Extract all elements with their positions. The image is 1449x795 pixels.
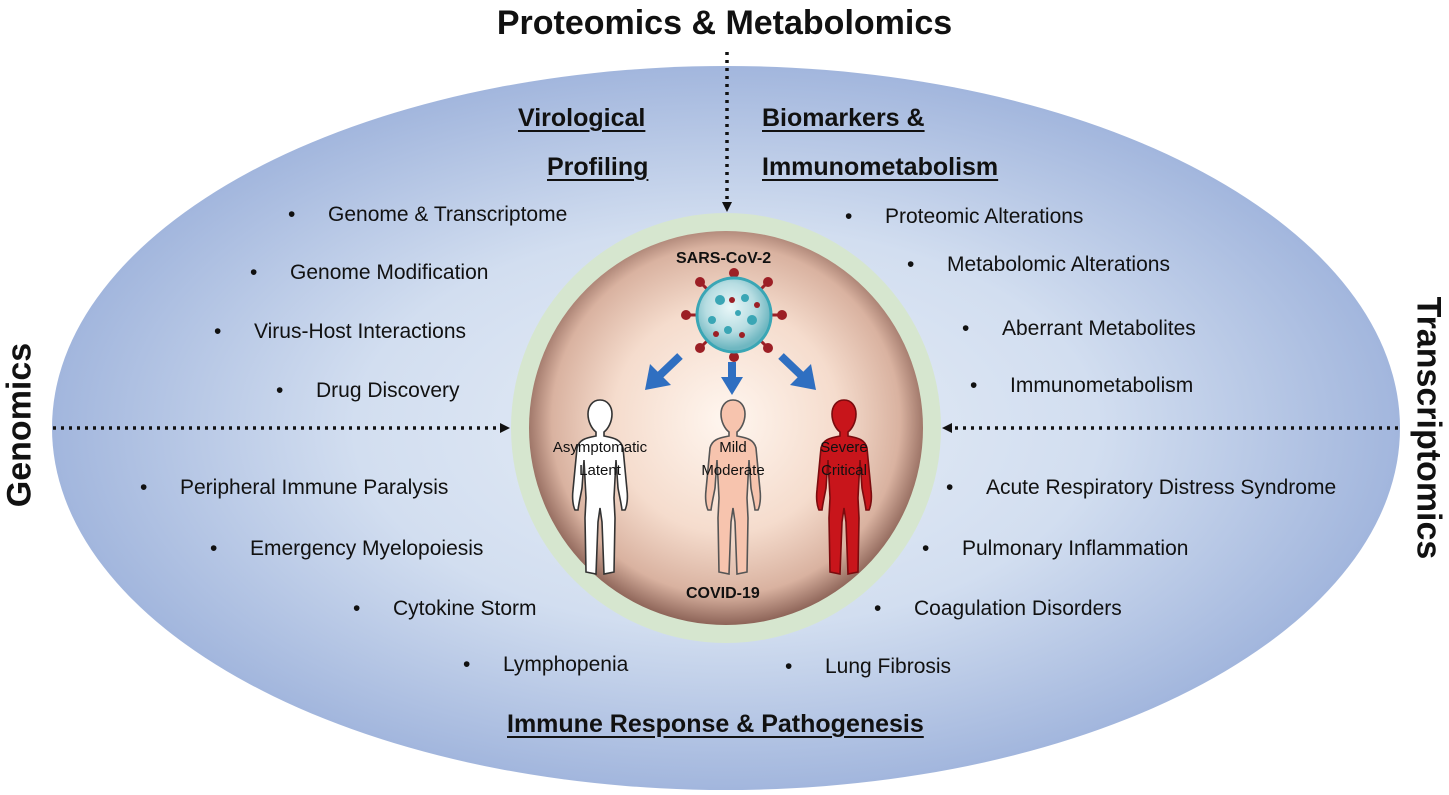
blue-arrow-middle xyxy=(721,362,743,395)
blue-arrow-right xyxy=(778,353,816,390)
top-title: Proteomics & Metabolomics xyxy=(496,4,953,42)
blue-arrow-left xyxy=(645,353,683,390)
list-item: •Peripheral Immune Paralysis xyxy=(140,476,449,499)
virological-heading-line1: Virological xyxy=(518,104,646,132)
figure-label-severe: Severe Critical xyxy=(820,439,868,479)
biomarkers-heading-line1: Biomarkers & xyxy=(762,104,925,132)
list-item: •Emergency Myelopoiesis xyxy=(210,537,484,560)
list-item: •Proteomic Alterations xyxy=(845,205,1084,228)
list-item: •Cytokine Storm xyxy=(353,597,537,620)
right-title: Transcriptomics xyxy=(1409,296,1448,560)
list-item: •Metabolomic Alterations xyxy=(907,253,1170,276)
figure-label-mild: Mild Moderate xyxy=(701,439,765,479)
left-title: Genomics xyxy=(0,342,39,508)
list-item: •Lung Fibrosis xyxy=(785,655,952,678)
disease-label: COVID-19 xyxy=(686,585,760,602)
bottom-heading: Immune Response & Pathogenesis xyxy=(507,710,924,738)
list-item: •Aberrant Metabolites xyxy=(962,317,1196,340)
virus-label: SARS-CoV-2 xyxy=(676,250,772,267)
figure-label-asymptomatic: Asymptomatic Latent xyxy=(552,439,648,479)
list-item: •Acute Respiratory Distress Syndrome xyxy=(946,476,1337,499)
list-item: •Pulmonary Inflammation xyxy=(922,537,1189,560)
virological-heading-line2: Profiling xyxy=(547,153,649,181)
list-item: •Genome & Transcriptome xyxy=(288,203,568,226)
list-item: •Coagulation Disorders xyxy=(874,597,1122,620)
list-item: •Genome Modification xyxy=(250,261,489,284)
list-item: •Drug Discovery xyxy=(276,379,460,402)
list-item: •Virus-Host Interactions xyxy=(214,320,467,343)
list-item: •Lymphopenia xyxy=(463,653,629,676)
list-item: •Immunometabolism xyxy=(970,374,1194,397)
biomarkers-heading-line2: Immunometabolism xyxy=(762,153,999,181)
virus-icon xyxy=(681,268,787,362)
